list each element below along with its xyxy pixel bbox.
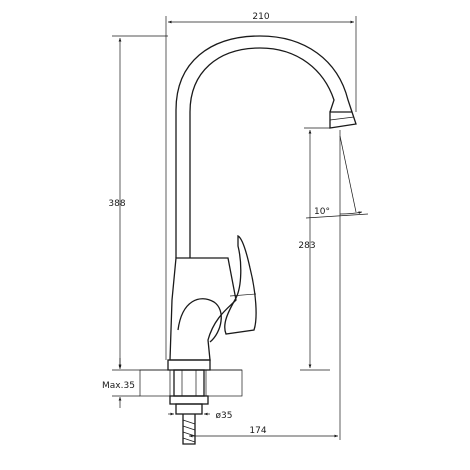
angle-label: 10° bbox=[314, 207, 330, 217]
total-height-label: 388 bbox=[108, 199, 125, 209]
hose-stud bbox=[182, 414, 196, 445]
faucet-body bbox=[167, 35, 357, 371]
spout-outer bbox=[175, 35, 353, 258]
body-column bbox=[169, 257, 237, 361]
dimension-spout-reach: 174 bbox=[189, 130, 341, 440]
dimension-angle: 10° bbox=[305, 135, 369, 219]
countertop-section bbox=[139, 369, 243, 397]
max-counter-label: Max.35 bbox=[102, 381, 135, 391]
lock-nut bbox=[169, 395, 209, 405]
spout-reach-label: 174 bbox=[249, 426, 266, 436]
dimension-hole-diameter: ø35 bbox=[168, 411, 232, 421]
hole-diameter-label: ø35 bbox=[216, 411, 233, 421]
dimension-max-counter: Max.35 bbox=[102, 358, 140, 408]
mounting-hardware bbox=[169, 369, 209, 445]
dimension-spout-height: 283 bbox=[298, 127, 330, 371]
handle-lever bbox=[224, 234, 257, 335]
body-bowl bbox=[177, 298, 222, 343]
shank bbox=[173, 369, 205, 397]
spout-inner bbox=[189, 47, 335, 258]
dimension-width-top: 210 bbox=[165, 12, 357, 360]
spout-height-label: 283 bbox=[298, 241, 315, 251]
width-top-label: 210 bbox=[252, 12, 269, 22]
base-ring bbox=[167, 359, 211, 371]
spout-aerator bbox=[329, 111, 357, 129]
washer bbox=[175, 403, 203, 415]
dimension-total-height: 388 bbox=[108, 35, 168, 371]
